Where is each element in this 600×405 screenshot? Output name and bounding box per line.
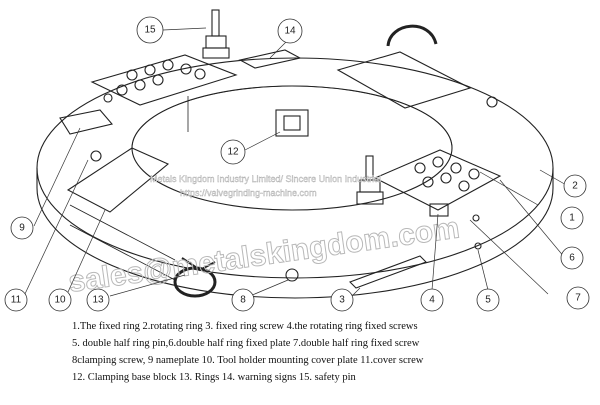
callout-circle-5 [476, 288, 500, 312]
callout-circle-12 [220, 139, 246, 165]
callout-circle-2 [563, 174, 587, 198]
callout-circle-7 [566, 286, 590, 310]
safety-pin-right [356, 155, 384, 205]
clamping-base-block [275, 109, 309, 137]
callout-circle-14 [277, 18, 303, 44]
callout-circle-4 [420, 288, 444, 312]
callout-1: 1 [569, 213, 575, 224]
inner-bore-wall [131, 85, 453, 149]
callout-circle-3 [330, 288, 354, 312]
callout-12: 12 [227, 147, 239, 158]
callout-5: 5 [485, 295, 491, 306]
gear-teeth [69, 204, 176, 281]
screw-back-left [103, 93, 113, 103]
callout-circle-6 [560, 246, 584, 270]
watermark-email: sales@metalskingdom.com [66, 211, 461, 299]
callout-6: 6 [569, 253, 575, 264]
lifting-ring-back [386, 24, 438, 47]
callout-circle-9 [10, 216, 34, 240]
half-ring-fixed-plate [373, 149, 502, 211]
callout-13: 13 [92, 295, 104, 306]
warning-sign-plate [238, 49, 302, 69]
fixed-ring-slot [349, 255, 427, 289]
callout-8: 8 [240, 295, 246, 306]
outer-ring-side [36, 168, 554, 299]
callout-circle-15 [136, 16, 164, 44]
nameplate [59, 109, 114, 135]
callout-14: 14 [284, 26, 296, 37]
parts-legend: 1.The fixed ring 2.rotating ring 3. fixe… [72, 318, 592, 386]
top-fixed-plate [90, 54, 238, 106]
callout-15: 15 [144, 25, 156, 36]
callout-circle-13 [86, 288, 110, 312]
callout-4: 4 [429, 295, 435, 306]
callout-circle-1 [560, 206, 584, 230]
lifting-ring-front [173, 257, 217, 298]
legend-line-2: 5. double half ring pin,6.double half ri… [72, 338, 420, 349]
callout-circle-8 [231, 288, 255, 312]
callout-10: 10 [54, 295, 66, 306]
screw-back-right [486, 96, 498, 108]
legend-line-4: 12. Clamping base block 13. Rings 14. wa… [72, 372, 356, 383]
callout-11: 11 [11, 295, 22, 306]
rotating-ring-screw [429, 203, 449, 217]
callout-2: 2 [572, 181, 578, 192]
legend-line-1: 1.The fixed ring 2.rotating ring 3. fixe… [72, 321, 418, 332]
back-plate-right [336, 51, 472, 109]
watermark-url: https://valvegrinding-machine.com [180, 188, 317, 198]
callout-9: 9 [19, 223, 25, 234]
half-ring-pin-a [472, 214, 480, 222]
clamping-screw [285, 268, 299, 282]
half-ring-pin-b [474, 242, 482, 250]
callout-7: 7 [575, 293, 581, 304]
tool-holder-cover-plate [66, 147, 170, 213]
watermark-company: Metals Kingdom Industry Limited/ Sincere… [150, 174, 381, 184]
callout-3: 3 [339, 295, 345, 306]
legend-line-3: 8clamping screw, 9 nameplate 10. Tool ho… [72, 355, 424, 366]
callout-circle-10 [48, 288, 72, 312]
safety-pin-top [202, 9, 230, 59]
callout-circle-11 [4, 288, 28, 312]
